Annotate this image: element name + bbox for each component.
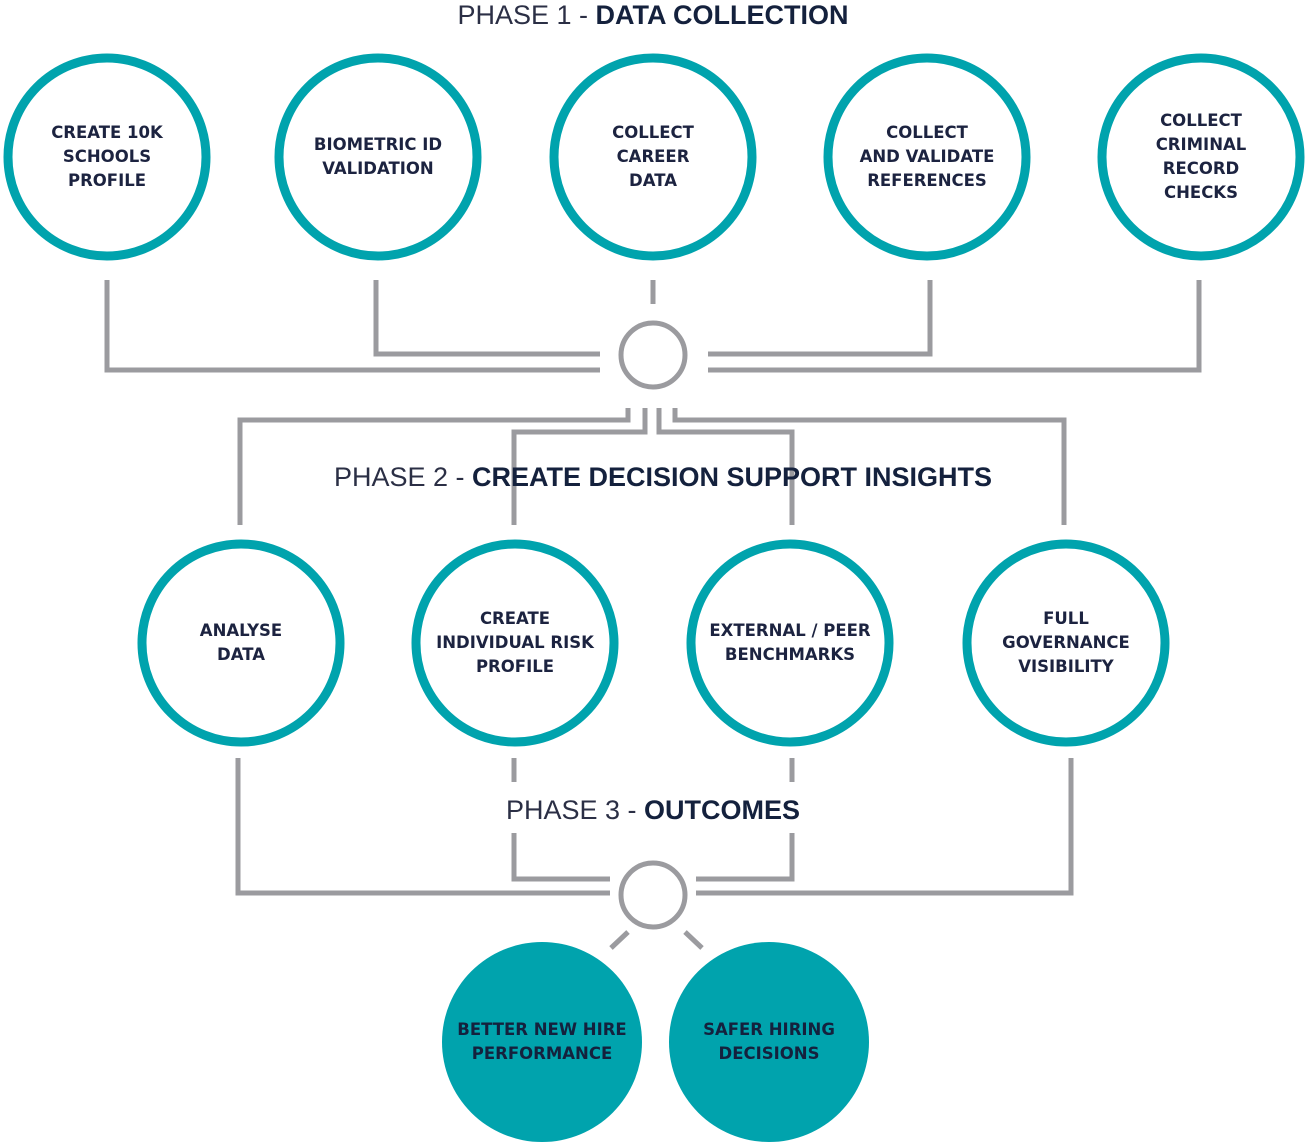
phase2-prefix: PHASE 2 - — [333, 462, 472, 492]
phase1-node: BIOMETRIC ID VALIDATION — [288, 67, 468, 247]
connector-line — [696, 833, 795, 882]
phase2-node: EXTERNAL / PEER BENCHMARKS — [700, 553, 880, 733]
phase1-node-label: BIOMETRIC ID VALIDATION — [313, 135, 443, 178]
phase2-node-label: ANALYSE DATA — [199, 621, 283, 664]
connector-line — [373, 280, 600, 357]
connector-line — [708, 280, 933, 357]
connector-line — [237, 408, 631, 525]
phase1-node: COLLECT CAREER DATA — [563, 67, 743, 247]
phase2-node: ANALYSE DATA — [151, 553, 331, 733]
outcome-node: SAFER HIRING DECISIONS — [674, 952, 864, 1132]
phase1-prefix: PHASE 1 - — [457, 0, 596, 30]
outcome-node: BETTER NEW HIRE PERFORMANCE — [447, 952, 637, 1132]
connector-line — [511, 833, 610, 882]
outcome-node-label: SAFER HIRING DECISIONS — [703, 1020, 835, 1063]
phase1-node: COLLECT AND VALIDATE REFERENCES — [837, 67, 1017, 247]
phase1-node: CREATE 10K SCHOOLS PROFILE — [17, 67, 197, 247]
outcome-node-circle — [442, 942, 642, 1142]
phase1-node: COLLECT CRIMINAL RECORD CHECKS — [1111, 67, 1291, 247]
phase1-node-circle — [1097, 53, 1305, 261]
hub-node-phase1 — [618, 320, 688, 390]
phase3-prefix: PHASE 3 - — [505, 795, 645, 825]
phase1-node-label: COLLECT CAREER DATA — [612, 123, 694, 190]
connector-line — [656, 408, 795, 525]
phase1-node-circle — [274, 53, 482, 261]
phase2-node-circle — [686, 539, 894, 747]
phase1-node-circle — [823, 53, 1031, 261]
phase2-node: FULL GOVERNANCE VISIBILITY — [976, 553, 1156, 733]
phase1-node-label: COLLECT AND VALIDATE REFERENCES — [859, 123, 995, 190]
connector-line — [708, 280, 1202, 373]
phase2-node-label: EXTERNAL / PEER BENCHMARKS — [709, 621, 871, 664]
connector-line — [696, 758, 1074, 896]
phase1-node-circle — [549, 53, 757, 261]
phase1-node-label: COLLECT CRIMINAL RECORD CHECKS — [1155, 111, 1247, 202]
phase3-title: OUTCOMES — [644, 795, 801, 825]
phase2-node-circle — [411, 539, 619, 747]
phase2-node-circle — [962, 539, 1170, 747]
phase3-heading: PHASE 3 - OUTCOMES — [453, 795, 853, 825]
phase2-node-label: FULL GOVERNANCE VISIBILITY — [1002, 609, 1130, 676]
phase2-node-label: CREATE INDIVIDUAL RISK PROFILE — [436, 609, 594, 676]
phase1-node-label: CREATE 10K SCHOOLS PROFILE — [51, 123, 163, 190]
outcome-node-circle — [669, 942, 869, 1142]
connector-line — [104, 280, 600, 373]
phase1-title: DATA COLLECTION — [595, 0, 849, 30]
connector-line — [511, 408, 648, 525]
phase1-node-circle — [3, 53, 211, 261]
connector-line — [683, 930, 704, 950]
phase2-node-circle — [137, 539, 345, 747]
phase2-title: CREATE DECISION SUPPORT INSIGHTS — [471, 462, 993, 492]
connector-line — [609, 930, 630, 950]
phase2-heading: PHASE 2 - CREATE DECISION SUPPORT INSIGH… — [253, 462, 1073, 492]
hub-node-phase3 — [618, 860, 688, 930]
connector-line — [672, 408, 1067, 525]
connector-line — [235, 758, 610, 896]
phase2-node: CREATE INDIVIDUAL RISK PROFILE — [425, 553, 605, 733]
outcome-node-label: BETTER NEW HIRE PERFORMANCE — [457, 1020, 627, 1063]
phase1-heading: PHASE 1 - DATA COLLECTION — [353, 0, 953, 30]
